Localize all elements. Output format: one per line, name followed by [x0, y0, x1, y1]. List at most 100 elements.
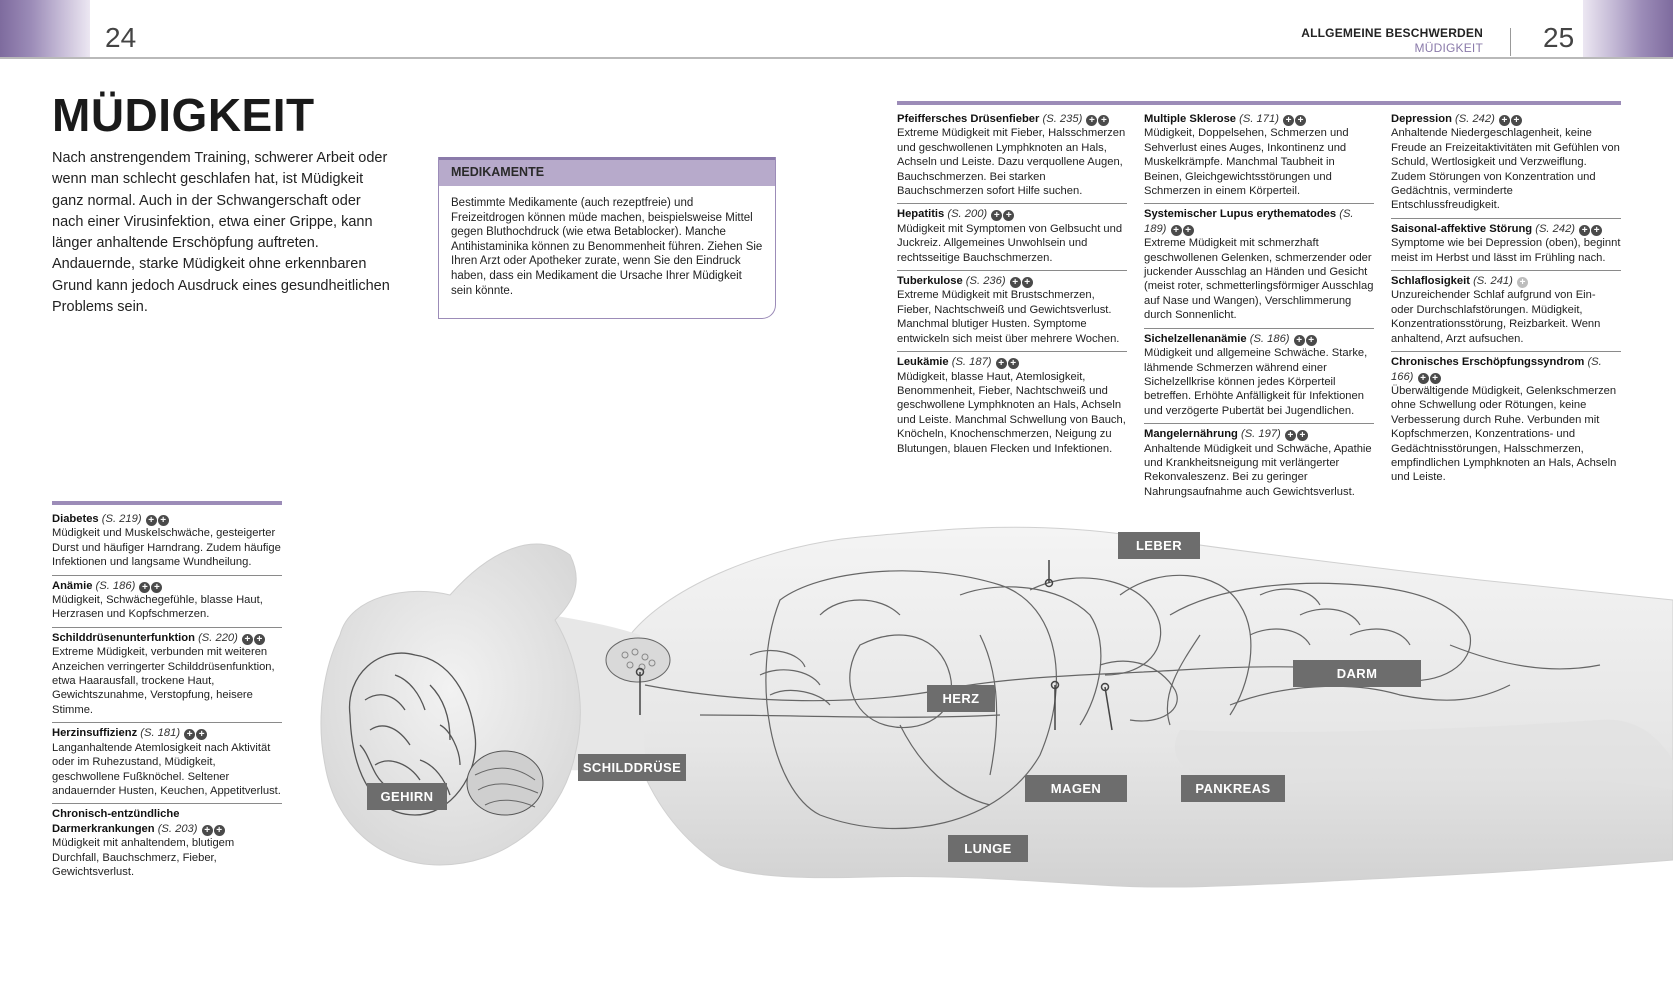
condition-page-ref: (S. 241)	[1473, 275, 1513, 288]
left-conditions-column: Diabetes (S. 219) ++Müdigkeit und Muskel…	[52, 501, 282, 884]
anatomy-svg	[320, 526, 1673, 888]
condition-text: Anhaltende Müdigkeit und Schwäche, Apath…	[1144, 442, 1372, 498]
condition-title: Chronisch-entzündliche Darmerkrankungen	[52, 808, 180, 835]
condition-title: Saisonal-affektive Störung	[1391, 222, 1533, 235]
condition-title: Anämie	[52, 579, 93, 592]
condition-text: Müdigkeit und Muskelschwäche, gesteigert…	[52, 527, 281, 569]
condition-page-ref: (S. 220)	[198, 631, 238, 644]
condition-page-ref: (S. 235)	[1042, 113, 1083, 125]
plus-icon: +	[241, 633, 253, 645]
condition-text: Anhaltende Niedergeschlagenheit, keine F…	[1391, 127, 1620, 212]
condition-text: Symptome wie bei Depression (oben), begi…	[1391, 237, 1621, 264]
condition-text: Müdigkeit, Doppelsehen, Schmerzen und Se…	[1144, 127, 1349, 198]
running-head-section: ALLGEMEINE BESCHWERDEN	[1301, 26, 1483, 40]
condition-text: Müdigkeit mit anhaltendem, blutigem Durc…	[52, 837, 235, 878]
thyroid	[605, 637, 671, 683]
condition-entry: Mangelernährung (S. 197) ++Anhaltende Mü…	[1144, 424, 1374, 504]
plus-icon: +	[196, 729, 208, 741]
plus-icon: +	[1009, 277, 1021, 289]
plus-icon: +	[1021, 277, 1033, 289]
condition-entry: Schlaflosigkeit (S. 241) +Unzureichender…	[1391, 271, 1621, 353]
condition-title: Herzinsuffizienz	[52, 727, 138, 740]
condition-heading: Schlaflosigkeit (S. 241) +	[1391, 274, 1621, 289]
plus-icon: +	[995, 358, 1007, 370]
condition-heading: Pfeiffersches Drüsenfieber (S. 235) ++	[897, 112, 1127, 126]
condition-page-ref: (S. 181)	[140, 727, 181, 740]
plus-icon: +	[1003, 210, 1015, 222]
condition-page-ref: (S. 189)	[1144, 208, 1354, 235]
condition-title: Diabetes	[52, 513, 99, 525]
condition-heading: Diabetes (S. 219) ++	[52, 512, 282, 526]
condition-page-ref: (S. 187)	[951, 356, 992, 369]
condition-heading: Mangelernährung (S. 197) ++	[1144, 427, 1374, 442]
condition-entry: Schilddrüsenunterfunktion (S. 220) ++Ext…	[52, 628, 282, 724]
condition-heading: Schilddrüsenunterfunktion (S. 220) ++	[52, 631, 282, 645]
plus-icon: +	[1170, 224, 1182, 236]
plus-icon: +	[1007, 358, 1019, 370]
label-darm: DARM	[1293, 660, 1421, 687]
plus-icon: +	[1510, 115, 1522, 126]
condition-heading: Leukämie (S. 187) ++	[897, 355, 1127, 370]
condition-heading: Saisonal-affektive Störung (S. 242) ++	[1391, 222, 1621, 236]
plus-icon: +	[1305, 334, 1317, 346]
plus-icon: +	[184, 729, 196, 741]
condition-entry: Chronisches Erschöpfungssyndrom (S. 166)…	[1391, 352, 1621, 490]
condition-heading: Depression (S. 242) ++	[1391, 112, 1621, 126]
condition-page-ref: (S. 171)	[1239, 113, 1279, 125]
condition-heading: Herzinsuffizienz (S. 181) ++	[52, 726, 282, 741]
plus-icon: +	[1182, 224, 1194, 236]
condition-entry: Depression (S. 242) ++Anhaltende Niederg…	[1391, 109, 1621, 219]
medikamente-box: MEDIKAMENTE Bestimmte Medikamente (auch …	[438, 157, 776, 319]
plus-icon: +	[1516, 277, 1528, 289]
condition-title: Pfeiffersches Drüsenfieber	[897, 113, 1040, 125]
condition-title: Sichelzellenanämie	[1144, 332, 1247, 345]
medikamente-text: Bestimmte Medikamente (auch rezeptfreie)…	[451, 197, 763, 297]
condition-text: Überwältigende Müdigkeit, Gelenkschmerze…	[1391, 384, 1617, 484]
condition-title: Depression	[1391, 113, 1452, 125]
plus-icon: +	[253, 633, 265, 645]
condition-heading: Anämie (S. 186) ++	[52, 579, 282, 593]
plus-icon: +	[1498, 115, 1510, 126]
condition-page-ref: (S. 197)	[1240, 428, 1281, 441]
condition-text: Extreme Müdigkeit mit Brustschmerzen, Fi…	[897, 289, 1120, 345]
running-head-subsection: MÜDIGKEIT	[1414, 41, 1483, 55]
condition-title: Tuberkulose	[897, 275, 963, 288]
medikamente-heading: MEDIKAMENTE	[439, 157, 775, 186]
condition-text: Müdigkeit, blasse Haut, Atemlosigkeit, B…	[897, 370, 1126, 455]
header-rule	[0, 57, 1673, 59]
conditions-column-3: Depression (S. 242) ++Anhaltende Niederg…	[1391, 101, 1621, 490]
page-title: MÜDIGKEIT	[52, 89, 315, 141]
condition-text: Unzureichender Schlaf aufgrund von Ein- …	[1391, 289, 1601, 345]
condition-title: Leukämie	[897, 356, 949, 369]
condition-title: Systemischer Lupus erythematodes	[1144, 208, 1337, 221]
arm	[1174, 719, 1673, 790]
plus-icon: +	[145, 515, 157, 526]
condition-entry: Multiple Sklerose (S. 171) ++Müdigkeit, …	[1144, 109, 1374, 205]
condition-page-ref: (S. 186)	[95, 579, 136, 592]
condition-page-ref: (S. 242)	[1535, 222, 1576, 235]
plus-icon: +	[157, 515, 169, 526]
condition-text: Müdigkeit, Schwächegefühle, blasse Haut,…	[52, 594, 263, 621]
condition-entry: Chronisch-entzündliche Darmerkrankungen …	[52, 804, 282, 884]
condition-text: Langanhaltende Atemlosigkeit nach Aktivi…	[52, 741, 281, 797]
header-band-right	[1583, 0, 1673, 57]
plus-icon: +	[1283, 115, 1295, 126]
condition-entry: Pfeiffersches Drüsenfieber (S. 235) ++Ex…	[897, 109, 1127, 205]
plus-icon: +	[213, 824, 225, 836]
plus-icon: +	[1429, 372, 1441, 384]
condition-page-ref: (S. 186)	[1249, 332, 1290, 345]
condition-page-ref: (S. 200)	[947, 208, 988, 221]
condition-heading: Systemischer Lupus erythematodes (S. 189…	[1144, 207, 1374, 236]
condition-entry: Diabetes (S. 219) ++Müdigkeit und Muskel…	[52, 509, 282, 576]
label-lunge: LUNGE	[948, 835, 1028, 862]
condition-text: Extreme Müdigkeit mit schmerzhaft geschw…	[1144, 237, 1374, 322]
page-number-left: 24	[105, 22, 137, 53]
condition-entry: Anämie (S. 186) ++Müdigkeit, Schwächegef…	[52, 576, 282, 628]
body-silhouette	[629, 526, 1673, 888]
condition-heading: Hepatitis (S. 200) ++	[897, 207, 1127, 222]
plus-icon: +	[151, 581, 163, 593]
intro-paragraph: Nach anstrengendem Training, schwerer Ar…	[52, 150, 390, 316]
body-illustration: GEHIRN SCHILDDRÜSE HERZ LUNGE MAGEN LEBE…	[300, 525, 1673, 1000]
condition-entry: Sichelzellenanämie (S. 186) ++Müdigkeit …	[1144, 329, 1374, 425]
condition-entry: Saisonal-affektive Störung (S. 242) ++Sy…	[1391, 219, 1621, 272]
